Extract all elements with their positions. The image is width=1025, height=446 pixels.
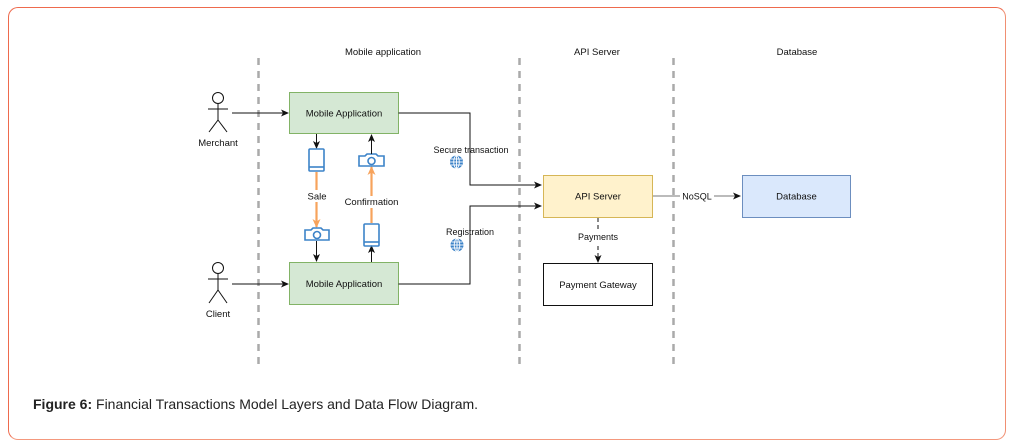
registration-edge bbox=[398, 202, 542, 285]
mobile-app-bottom-box[interactable] bbox=[289, 262, 399, 305]
mobile-phone-icon bbox=[363, 223, 380, 247]
merchant-label: Merchant bbox=[198, 138, 238, 149]
secure-transaction-edge bbox=[398, 112, 542, 189]
caption-text: Financial Transactions Model Layers and … bbox=[92, 396, 479, 412]
figure-caption: Figure 6: Financial Transactions Model L… bbox=[33, 396, 478, 412]
sale-label: Sale bbox=[307, 192, 326, 203]
lane-title-mobile: Mobile application bbox=[345, 47, 421, 58]
confirmation-label: Confirmation bbox=[345, 197, 399, 208]
nosql-label-bg bbox=[680, 190, 714, 202]
mobile-app-top-box[interactable] bbox=[289, 92, 399, 134]
nosql-label: NoSQL bbox=[682, 192, 712, 202]
lane-title-api: API Server bbox=[574, 47, 620, 58]
payment-gateway-box[interactable] bbox=[543, 263, 653, 306]
api-server-box[interactable] bbox=[543, 175, 653, 218]
globe-icon bbox=[450, 238, 464, 252]
globe-icon bbox=[450, 155, 463, 169]
camera-icon bbox=[358, 153, 385, 167]
database-label: Database bbox=[776, 192, 817, 203]
merchant-actor-icon bbox=[208, 92, 228, 133]
sale-label-bg bbox=[304, 190, 330, 202]
payment-gateway-label: Payment Gateway bbox=[559, 280, 637, 291]
payments-label: Payments bbox=[578, 232, 619, 242]
mobile-phone-icon bbox=[308, 148, 325, 172]
mobile-app-bottom-label: Mobile Application bbox=[306, 279, 383, 290]
client-actor-icon bbox=[208, 262, 228, 304]
registration-label: Registration bbox=[446, 227, 494, 237]
client-label: Client bbox=[206, 309, 231, 320]
database-box[interactable] bbox=[742, 175, 851, 218]
secure-transaction-label: Secure transaction bbox=[433, 145, 508, 155]
figure-frame bbox=[8, 7, 1006, 440]
payments-label-bg bbox=[574, 231, 622, 243]
confirmation-label-bg bbox=[341, 196, 401, 208]
lane-title-database: Database bbox=[777, 47, 818, 58]
api-server-label: API Server bbox=[575, 192, 621, 203]
camera-icon bbox=[304, 227, 330, 241]
caption-label: Figure 6: bbox=[33, 396, 93, 412]
mobile-app-top-label: Mobile Application bbox=[306, 109, 383, 120]
